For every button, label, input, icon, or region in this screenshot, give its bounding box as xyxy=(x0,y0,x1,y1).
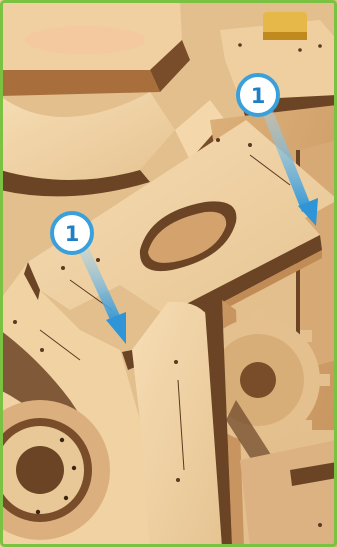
callout-left: 1 xyxy=(52,213,92,253)
top-left-part xyxy=(0,0,190,96)
callout-label: 1 xyxy=(65,222,80,246)
callout-top-right: 1 xyxy=(238,75,278,115)
callout-label: 1 xyxy=(251,84,266,108)
